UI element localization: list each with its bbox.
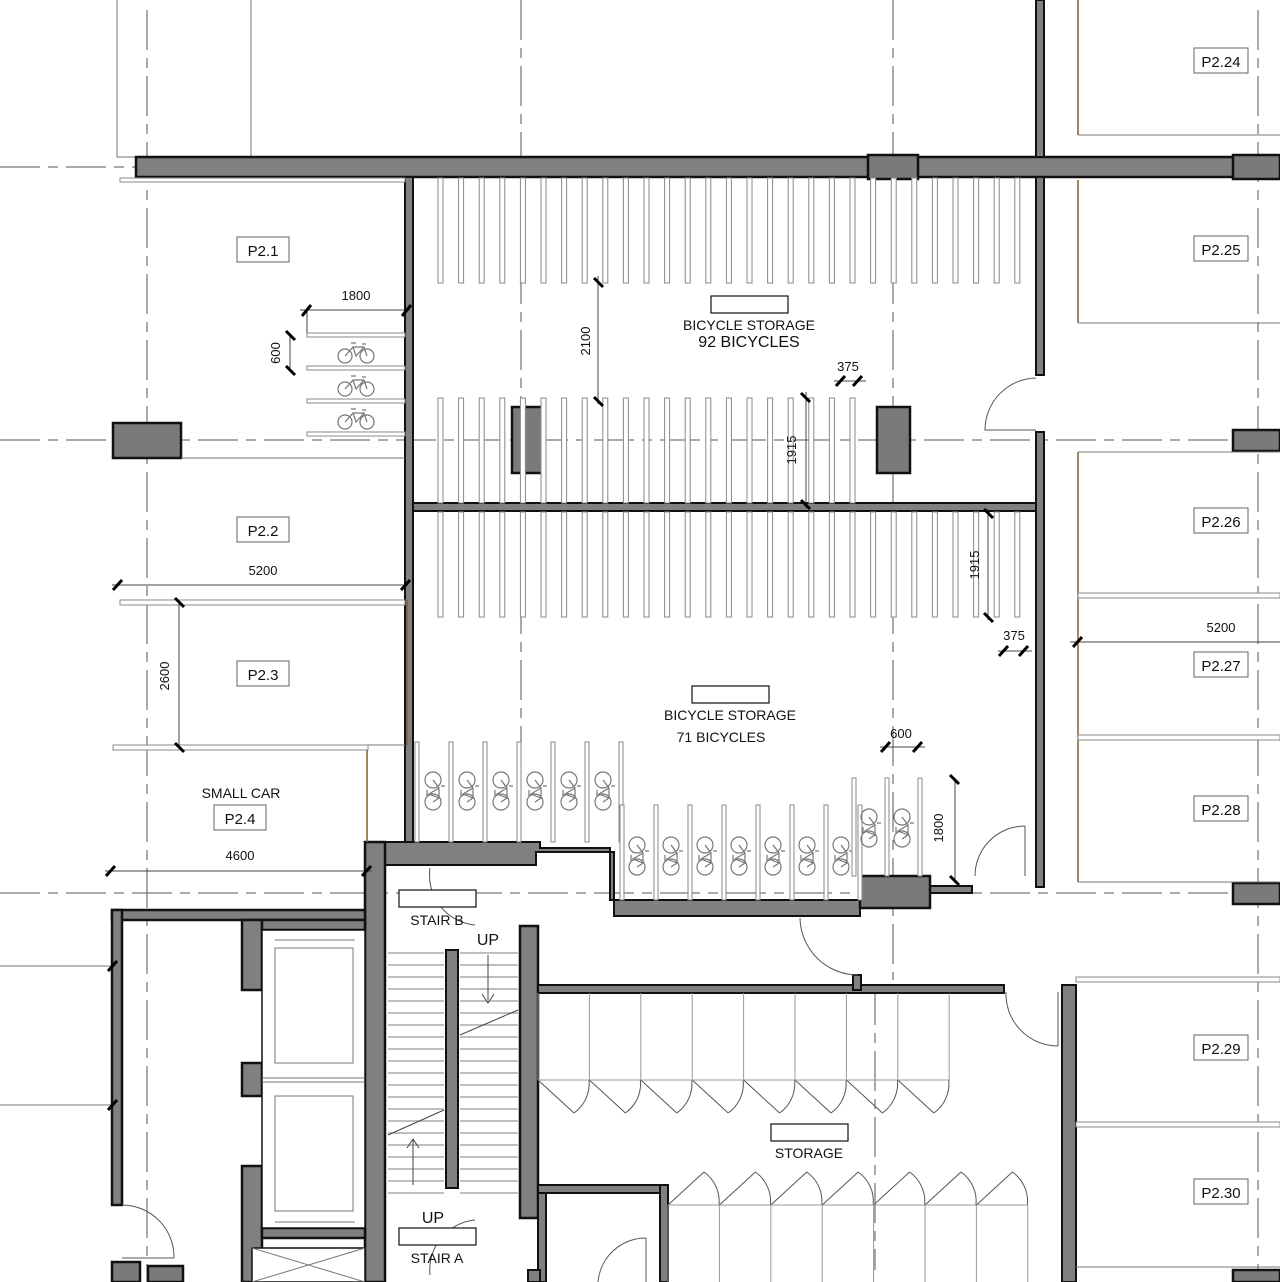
dimension-lines: [0, 276, 1280, 1112]
stall-tag-p2-28: P2.28: [1201, 802, 1240, 819]
bicycle-icon: [798, 836, 820, 876]
bicycle-icon: [628, 836, 650, 876]
stall-tag-p2-1: P2.1: [248, 243, 279, 260]
bicycle-icon: [730, 836, 752, 876]
stall-tag-p2-25: P2.25: [1201, 242, 1240, 259]
storage-lockers: [537, 993, 1029, 1282]
bicycle-icon: [424, 771, 446, 811]
room-name-stair-b: STAIR B: [410, 912, 463, 928]
dim-p21-rack-spacing: 600: [268, 342, 283, 364]
dimension-texts: 1800 600 2100 375 1915 1915 375 5200 260…: [157, 288, 1235, 863]
dim-lower-rack-spacing: 375: [1003, 628, 1025, 643]
room-name-storage: STORAGE: [775, 1145, 843, 1161]
room-capacity-bike-storage-lower: 71 BICYCLES: [677, 729, 766, 745]
walls: [110, 0, 1280, 1282]
dim-upper-aisle: 2100: [578, 327, 593, 356]
room-name-bike-storage-lower: BICYCLE STORAGE: [664, 707, 796, 723]
bicycle-icon: [893, 808, 915, 848]
lower-bike-racks: [414, 511, 1021, 901]
left-stall-lines: [112, 177, 408, 842]
dim-p23-stall-width: 2600: [157, 662, 172, 691]
bicycle-icon: [458, 771, 480, 811]
room-name-stair-a: STAIR A: [411, 1250, 464, 1266]
dim-p22-stall-length: 5200: [249, 563, 278, 578]
dim-upper-rack-spacing: 375: [837, 359, 859, 374]
lifts: [251, 929, 366, 1282]
dim-right-stall-length: 5200: [1207, 620, 1236, 635]
stall-tag-p2-29: P2.29: [1201, 1041, 1240, 1058]
bicycle-icon: [492, 771, 514, 811]
stair-treads: [387, 952, 519, 1194]
bicycle-icon: [337, 375, 375, 397]
top-structure: [116, 0, 1280, 158]
stair-a-direction: UP: [422, 1210, 444, 1227]
room-names: BICYCLE STORAGE 92 BICYCLES BICYCLE STOR…: [410, 317, 843, 1266]
dim-upper-rack-depth: 1915: [784, 436, 799, 465]
room-name-bike-storage-upper: BICYCLE STORAGE: [683, 317, 815, 333]
stair-b-direction: UP: [477, 932, 499, 949]
bicycle-icon: [764, 836, 786, 876]
room-capacity-bike-storage-upper: 92 BICYCLES: [698, 334, 799, 351]
stall-tag-p2-2: P2.2: [248, 523, 279, 540]
bicycle-icon: [337, 408, 375, 430]
bicycle-icon: [337, 342, 375, 364]
dim-lower-rack-depth: 1915: [967, 551, 982, 580]
p21-bike-racks: [306, 310, 406, 437]
dim-vertical-rack-spacing: 600: [890, 726, 912, 741]
bicycle-icon: [526, 771, 548, 811]
upper-bike-racks: [437, 177, 1021, 504]
stall-tag-boxes: [213, 47, 1249, 1205]
dim-p24-stall-length: 4600: [226, 848, 255, 863]
dim-vertical-rack-length: 1800: [931, 814, 946, 843]
bicycle-icon: [832, 836, 854, 876]
bicycle-icon: [594, 771, 616, 811]
bicycle-icon: [860, 808, 882, 848]
stall-tag-p2-30: P2.30: [1201, 1185, 1240, 1202]
bicycle-icon: [560, 771, 582, 811]
stall-tag-p2-3: P2.3: [248, 667, 279, 684]
stall-tag-p2-24: P2.24: [1201, 54, 1240, 71]
bicycle-icon: [662, 836, 684, 876]
stall-note-small-car: SMALL CAR: [202, 785, 281, 801]
bicycle-icon: [696, 836, 718, 876]
stall-tag-p2-27: P2.27: [1201, 658, 1240, 675]
dim-p21-rack-length: 1800: [342, 288, 371, 303]
stall-tags: P2.1 P2.2 P2.3 SMALL CAR P2.4 P2.24 P2.2…: [202, 54, 1241, 1202]
stall-tag-p2-26: P2.26: [1201, 514, 1240, 531]
room-label-boxes: [398, 295, 849, 1246]
right-stall-lines: [1075, 180, 1280, 1268]
stall-tag-p2-4: P2.4: [225, 811, 256, 828]
